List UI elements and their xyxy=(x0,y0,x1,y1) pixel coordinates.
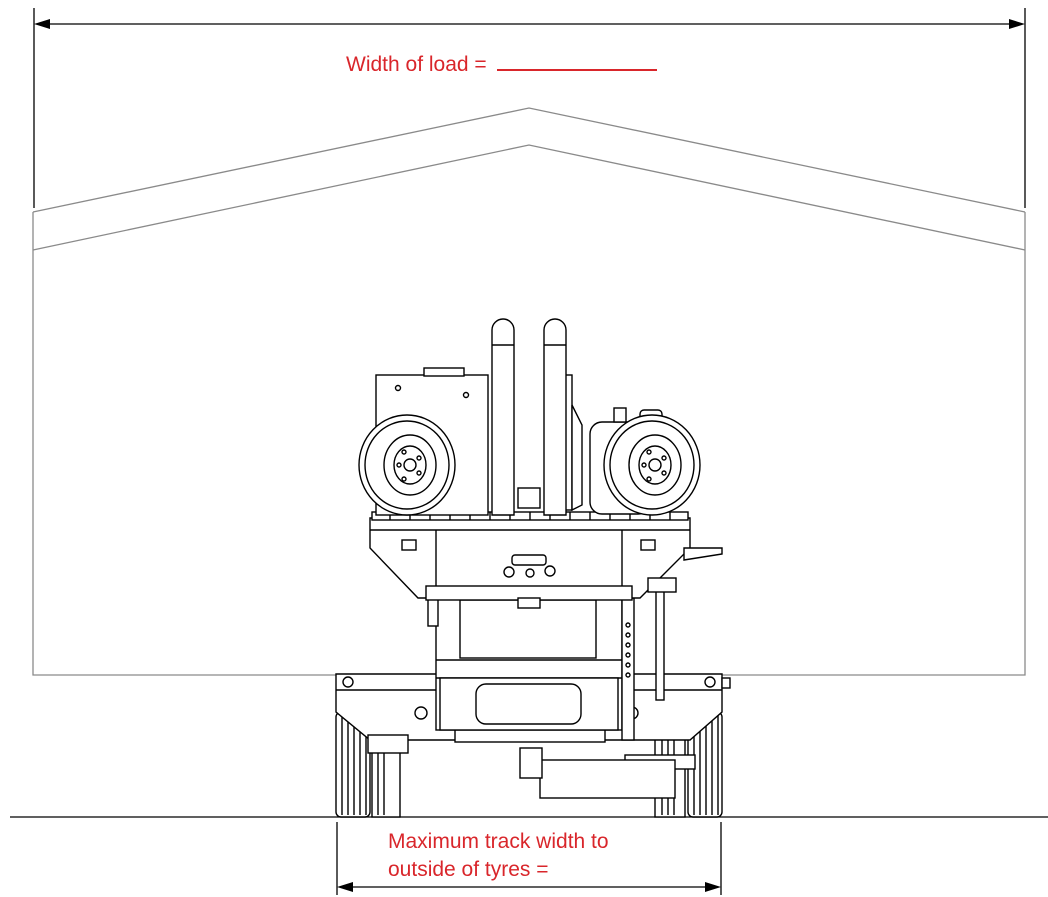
column-holes xyxy=(625,622,631,678)
load-width-label-text: Width of load = xyxy=(346,53,487,76)
track-width-dimension xyxy=(336,822,722,895)
left-spare-wheel xyxy=(358,414,456,516)
load-width-label: Width of load = xyxy=(346,49,657,78)
load-width-blank[interactable] xyxy=(496,49,657,71)
trailer-vehicle xyxy=(335,318,731,818)
track-width-label-line2: outside of tyres = xyxy=(388,858,549,881)
rear-right-tyre xyxy=(687,711,723,818)
right-spare-wheel xyxy=(603,414,701,516)
exhaust-stacks xyxy=(491,318,567,516)
load-width-dimension xyxy=(33,8,1026,208)
deck-edge xyxy=(371,511,689,521)
track-width-label-line1: Maximum track width to xyxy=(388,830,609,853)
